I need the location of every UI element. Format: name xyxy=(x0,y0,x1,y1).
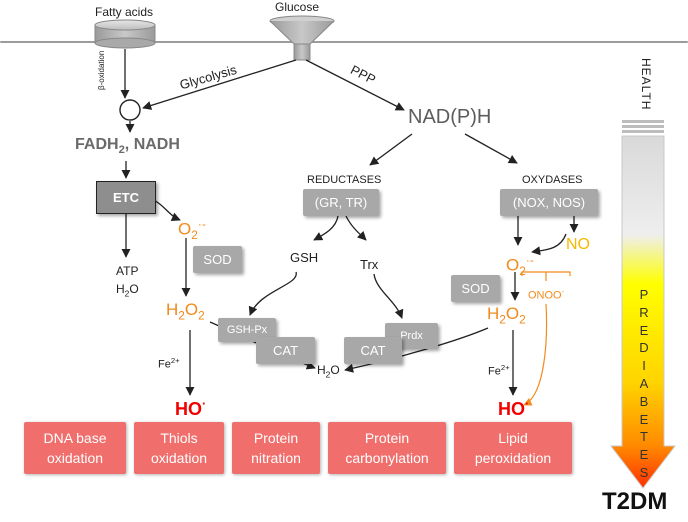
prediabetes-letter: D xyxy=(639,340,649,356)
prediabetes-letter: E xyxy=(639,411,649,427)
damage-dna-box: DNA base oxidation xyxy=(24,422,126,474)
damage-lipid-label: Lipid peroxidation xyxy=(474,430,552,466)
prediabetes-letter: S xyxy=(639,464,649,480)
prediabetes-letter: E xyxy=(639,322,649,338)
gsh-label: GSH xyxy=(290,250,319,265)
health-to-t2dm-arrow xyxy=(609,120,677,489)
tca-cycle-icon xyxy=(119,99,141,121)
etc-box: ETC xyxy=(96,181,156,214)
cat-mid-box: CAT xyxy=(344,337,402,364)
sod-right-box: SOD xyxy=(451,275,500,302)
damage-nitration-box: Protein nitration xyxy=(232,422,320,474)
peroxynitrite: ONOO- xyxy=(528,287,565,302)
nitric-oxide: NO xyxy=(566,236,590,253)
sod-right-label: SOD xyxy=(461,281,490,296)
gshpx-label: GSH-Px xyxy=(226,324,268,336)
sod-left-box: SOD xyxy=(193,246,242,273)
reductases-box-label: (GR, TR) xyxy=(314,195,368,210)
prediabetes-letter: T xyxy=(640,429,648,445)
fatty-acids-label: Fatty acids xyxy=(95,5,154,19)
trx-label: Trx xyxy=(360,257,379,272)
fadh2-nadh-label: FADH2, NADH xyxy=(75,136,180,157)
damage-thiols-box: Thiols oxidation xyxy=(134,422,224,474)
sod-left-label: SOD xyxy=(203,252,232,267)
damage-carbonylation-label: Protein carbonylation xyxy=(345,430,429,466)
superoxide-right: O2·- xyxy=(506,253,534,279)
glucose-label: Glucose xyxy=(275,0,320,14)
etc-label: ETC xyxy=(113,190,139,205)
damage-carbonylation-box: Protein carbonylation xyxy=(328,422,446,474)
beta-oxidation-label: β-oxidation xyxy=(97,50,106,90)
health-label: HEALTH xyxy=(639,58,653,111)
h2o-left-label: H2O xyxy=(116,282,139,299)
prediabetes-letter: I xyxy=(642,358,646,374)
fatty-acids-cylinder xyxy=(94,19,156,49)
prediabetes-letter: A xyxy=(639,375,649,391)
hydroxyl-radical-left: HO· xyxy=(175,397,207,419)
damage-lipid-box: Lipid peroxidation xyxy=(454,422,572,474)
iron-right-label: Fe2+ xyxy=(488,363,510,378)
prediabetes-letter: B xyxy=(639,393,649,409)
glucose-funnel xyxy=(269,15,335,61)
atp-label: ATP xyxy=(116,264,139,278)
h2o-mid-label: H2O xyxy=(317,363,340,380)
superoxide-left: O2·- xyxy=(178,217,206,243)
t2dm-label: T2DM xyxy=(602,488,668,515)
cat-left-label: CAT xyxy=(272,343,299,358)
iron-left-label: Fe2+ xyxy=(158,356,180,371)
cat-mid-label: CAT xyxy=(360,343,386,358)
cat-left-box: CAT xyxy=(256,337,315,364)
reductases-title: REDUCTASES xyxy=(307,174,382,186)
nadph-label: NAD(P)H xyxy=(408,106,492,128)
oxydases-box: (NOX, NOS) xyxy=(500,189,598,216)
prediabetes-letter: R xyxy=(639,304,649,320)
prdx-label: Prdx xyxy=(400,330,423,342)
oxydases-box-label: (NOX, NOS) xyxy=(512,195,586,210)
prediabetes-letter: P xyxy=(639,287,649,302)
hydrogen-peroxide-left: H2O2 xyxy=(166,300,205,323)
hydroxyl-radical-right: HO· xyxy=(498,397,530,419)
oxydases-title: OXYDASES xyxy=(522,174,583,186)
damage-nitration-label: Protein nitration xyxy=(251,430,301,466)
hydrogen-peroxide-right: H2O2 xyxy=(487,304,526,327)
reductases-box: (GR, TR) xyxy=(303,189,379,216)
damage-thiols-label: Thiols oxidation xyxy=(150,430,208,466)
damage-dna-label: DNA base oxidation xyxy=(43,430,107,466)
prediabetes-letter: E xyxy=(639,447,649,463)
